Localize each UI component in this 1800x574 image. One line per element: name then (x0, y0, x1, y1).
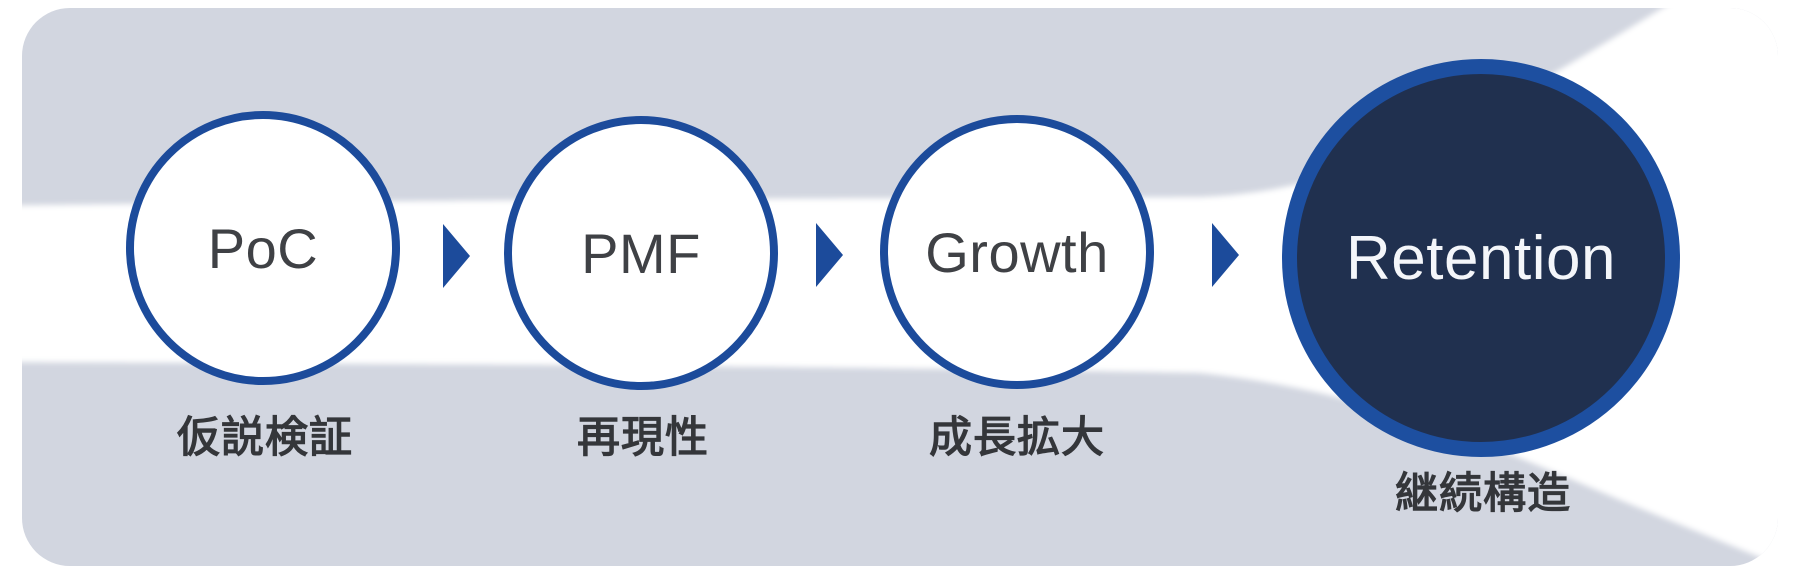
stage-sublabel-poc: 仮説検証 (177, 414, 353, 462)
stage-circle-poc: PoC (126, 111, 400, 385)
stage-circle-growth: Growth (880, 115, 1154, 389)
stage-sublabel-retention: 継続構造 (1395, 470, 1571, 518)
stage-sublabel-pmf: 再現性 (577, 414, 709, 462)
stage-label-poc: PoC (207, 216, 319, 280)
stage-circle-pmf: PMF (504, 116, 778, 390)
stage-label-growth: Growth (925, 220, 1109, 284)
stage-label-retention: Retention (1346, 223, 1616, 293)
stage-sublabel-growth: 成長拡大 (929, 414, 1105, 462)
stage-circle-retention: Retention (1282, 59, 1680, 457)
stage-label-pmf: PMF (581, 221, 701, 285)
